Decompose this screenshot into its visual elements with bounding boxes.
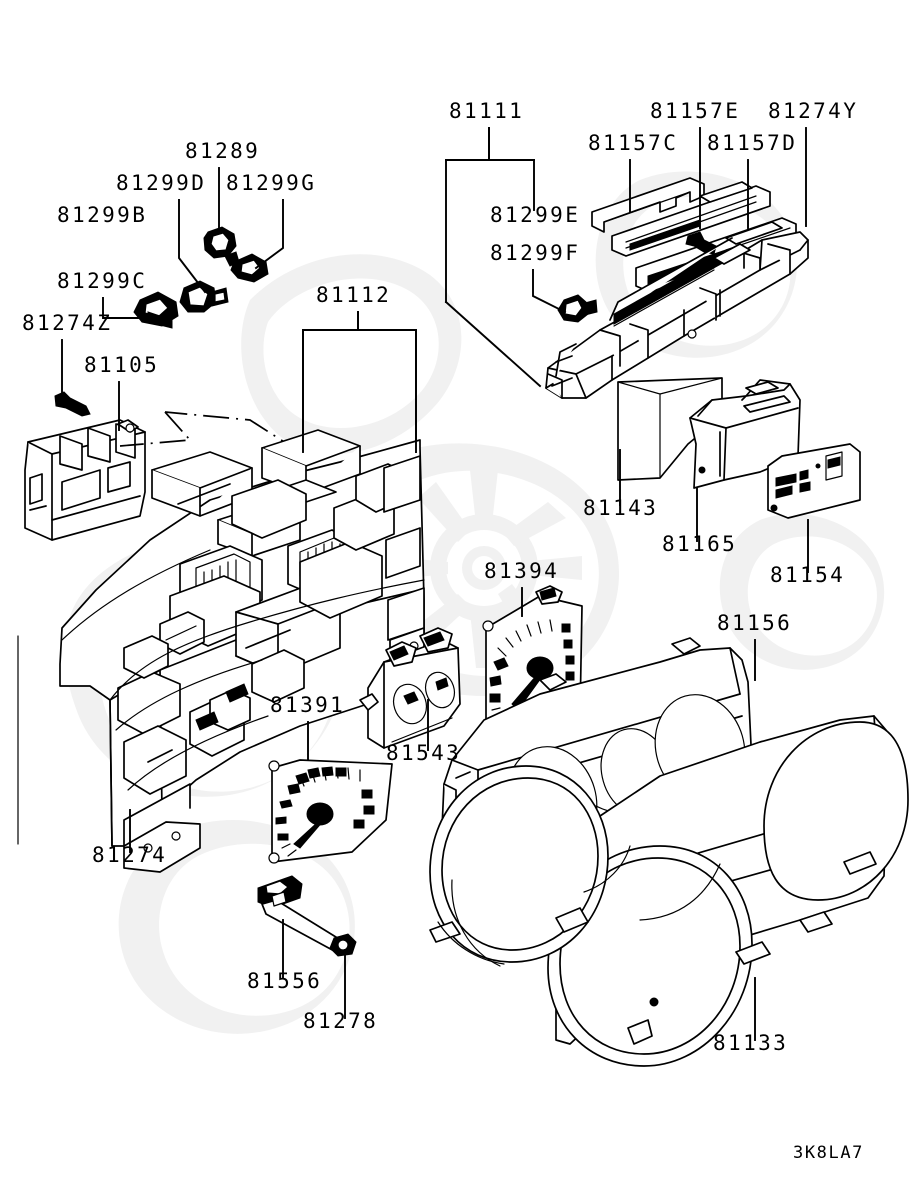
part-label-81543[interactable]: 81543 [386, 741, 461, 765]
circuit-board-81157C [591, 177, 705, 233]
part-label-81299D[interactable]: 81299D [116, 171, 206, 195]
screw-icon-81274Z [54, 391, 91, 417]
part-label-81394[interactable]: 81394 [484, 559, 559, 583]
part-label-81289[interactable]: 81289 [185, 139, 260, 163]
bulb-socket-icon-81299E [557, 294, 598, 323]
part-label-81157C[interactable]: 81157C [588, 131, 678, 155]
leader-lines [61, 127, 809, 1041]
part-label-81157D[interactable]: 81157D [707, 131, 797, 155]
part-label-81274Y[interactable]: 81274Y [768, 99, 858, 123]
leader-line-81299F [532, 269, 567, 314]
part-label-81391[interactable]: 81391 [270, 693, 345, 717]
nut-icon-81278 [329, 933, 357, 957]
gauge-face-81391 [268, 759, 393, 864]
part-label-81156[interactable]: 81156 [717, 611, 792, 635]
part-label-81299F[interactable]: 81299F [490, 241, 580, 265]
bulb-socket-icon-81299D [179, 280, 229, 313]
leader-line-81299G [254, 199, 284, 270]
clip-icon-81299G [230, 253, 269, 283]
screw-icon-81274Y [685, 231, 717, 255]
leader-line-81299D [178, 199, 207, 294]
leader-line-81299C [102, 297, 159, 319]
gauge-ring-81543 [359, 627, 461, 749]
part-label-81112[interactable]: 81112 [316, 283, 391, 307]
rear-bezel-81133 [429, 715, 909, 1067]
part-label-81157E[interactable]: 81157E [650, 99, 740, 123]
circuit-board-81157E [611, 181, 771, 257]
drawing-code: 3K8LA7 [793, 1143, 864, 1163]
pcb-plate-81154 [767, 443, 861, 519]
part-label-81133[interactable]: 81133 [713, 1031, 788, 1055]
instrument-housing-body [17, 429, 425, 873]
leader-line-81112b [302, 329, 417, 453]
part-label-81299B[interactable]: 81299B [57, 203, 147, 227]
part-label-81274Z[interactable]: 81274Z [22, 311, 112, 335]
circuit-board-81111 [545, 231, 809, 399]
label-texts: 81289 81299D 81299G 81299B 81299C 81274Z 81105… [22, 99, 858, 1055]
part-label-81274[interactable]: 81274 [92, 843, 167, 867]
part-label-81299E[interactable]: 81299E [490, 203, 580, 227]
part-label-81105[interactable]: 81105 [84, 353, 159, 377]
part-label-81299C[interactable]: 81299C [57, 269, 147, 293]
part-label-81111[interactable]: 81111 [449, 99, 524, 123]
bracket-81165 [689, 379, 801, 489]
part-label-81143[interactable]: 81143 [583, 496, 658, 520]
part-label-81278[interactable]: 81278 [303, 1009, 378, 1033]
rod-assembly-81556 [257, 875, 345, 953]
connector-bracket-81105 [24, 419, 146, 541]
part-label-81556[interactable]: 81556 [247, 969, 322, 993]
part-label-81154[interactable]: 81154 [770, 563, 845, 587]
part-label-81165[interactable]: 81165 [662, 532, 737, 556]
board-bracket-81111 [444, 127, 542, 388]
part-label-81299G[interactable]: 81299G [226, 171, 316, 195]
